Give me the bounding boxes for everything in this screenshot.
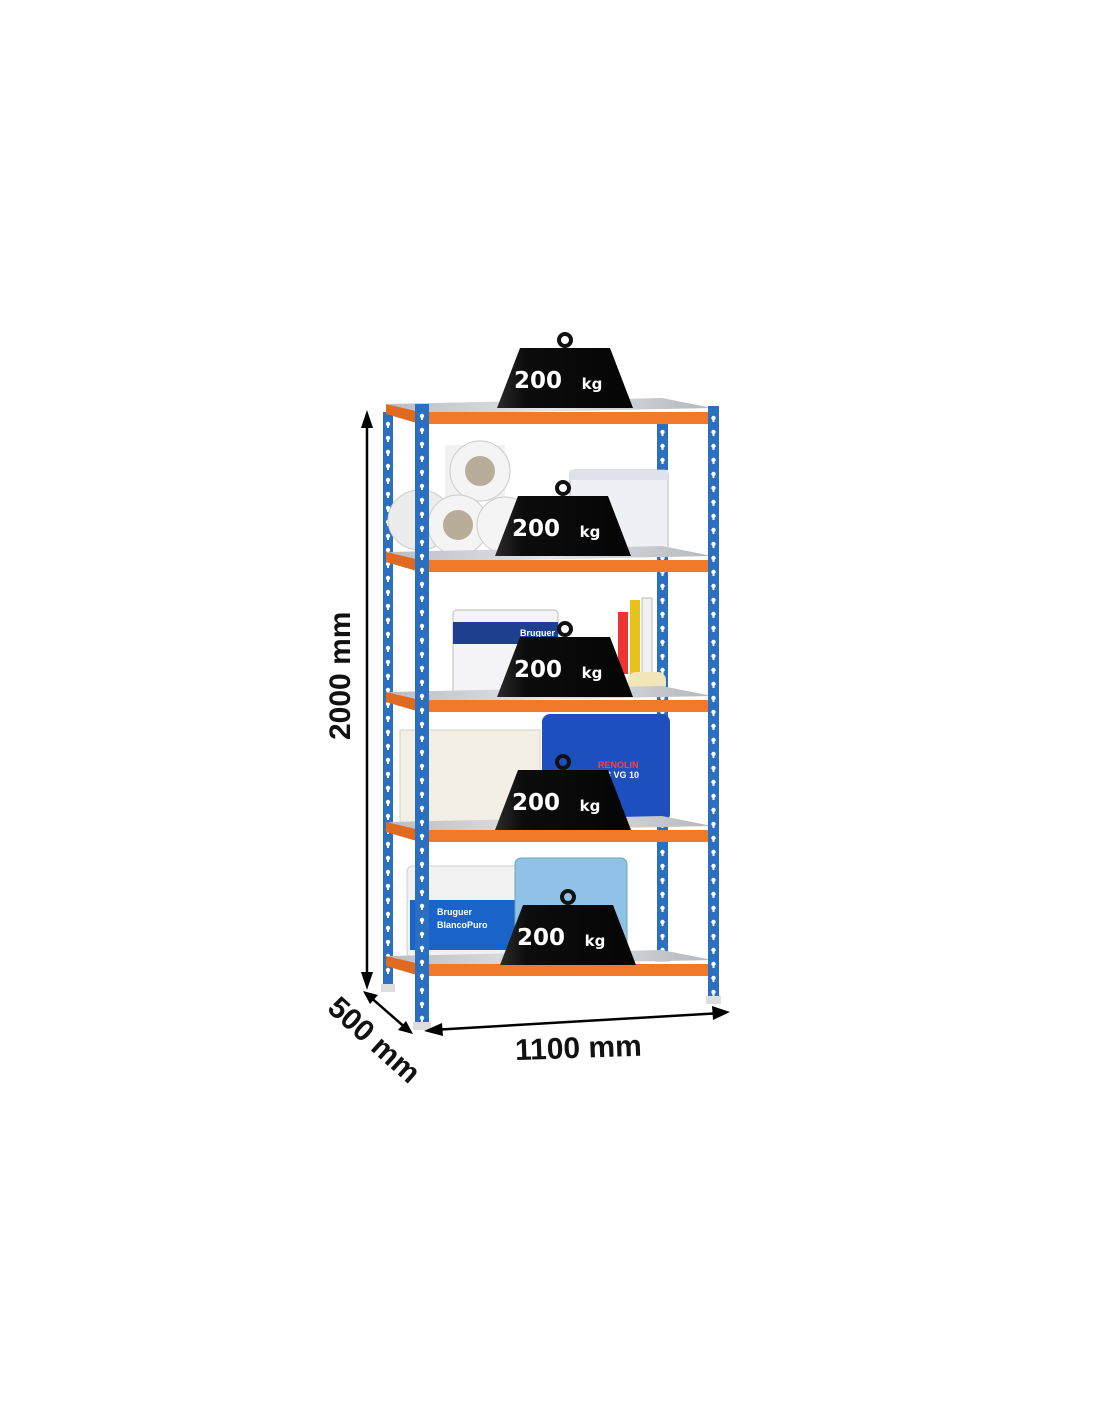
weight-load-unit: kg — [582, 375, 603, 393]
weight-load-unit: kg — [580, 523, 601, 541]
front-uprights — [413, 404, 721, 1030]
weight-load-number: 200 — [512, 790, 560, 816]
weight-load-number: 200 — [514, 657, 562, 683]
weight-icon — [495, 770, 631, 830]
tub-brand-label: Bruguer — [437, 907, 473, 917]
weight-ring-icon — [557, 621, 573, 637]
weight-load-number: 200 — [517, 925, 565, 951]
weight-1: 200 kg — [497, 332, 633, 408]
depth-label: 500 mm — [321, 991, 426, 1090]
height-label: 2000 mm — [324, 612, 357, 740]
weight-icon — [497, 348, 633, 408]
weight-4: 200 kg — [495, 754, 631, 830]
weight-ring-icon — [560, 889, 576, 905]
weight-icon — [500, 905, 636, 965]
weight-ring-icon — [555, 754, 571, 770]
tub-product-label: BlancoPuro — [437, 920, 488, 930]
height-dimension: 2000 mm — [324, 410, 373, 990]
width-dimension: 1100 mm — [424, 1006, 730, 1067]
weight-3: 200 kg — [497, 621, 633, 697]
load-weights: 200 kg 200 kg 200 kg 200 kg 200 kg — [495, 332, 636, 965]
weight-load-number: 200 — [512, 516, 560, 542]
width-label: 1100 mm — [514, 1030, 642, 1067]
front-left-upright — [413, 404, 431, 1030]
bucket-brand-label: Bruguer — [520, 628, 556, 638]
weight-load-unit: kg — [580, 797, 601, 815]
weight-ring-icon — [555, 480, 571, 496]
weight-ring-icon — [557, 332, 573, 348]
canister-brand-label: RENOLIN — [598, 760, 639, 770]
weight-load-number: 200 — [514, 368, 562, 394]
depth-dimension: 500 mm — [321, 991, 426, 1090]
weight-icon — [497, 637, 633, 697]
weight-load-unit: kg — [582, 664, 603, 682]
front-right-upright — [706, 406, 721, 1004]
canister-grade-label: T 3 VG 10 — [598, 770, 639, 780]
weight-load-unit: kg — [585, 932, 606, 950]
weight-5: 200 kg — [500, 889, 636, 965]
weight-2: 200 kg — [495, 480, 631, 556]
weight-icon — [495, 496, 631, 556]
